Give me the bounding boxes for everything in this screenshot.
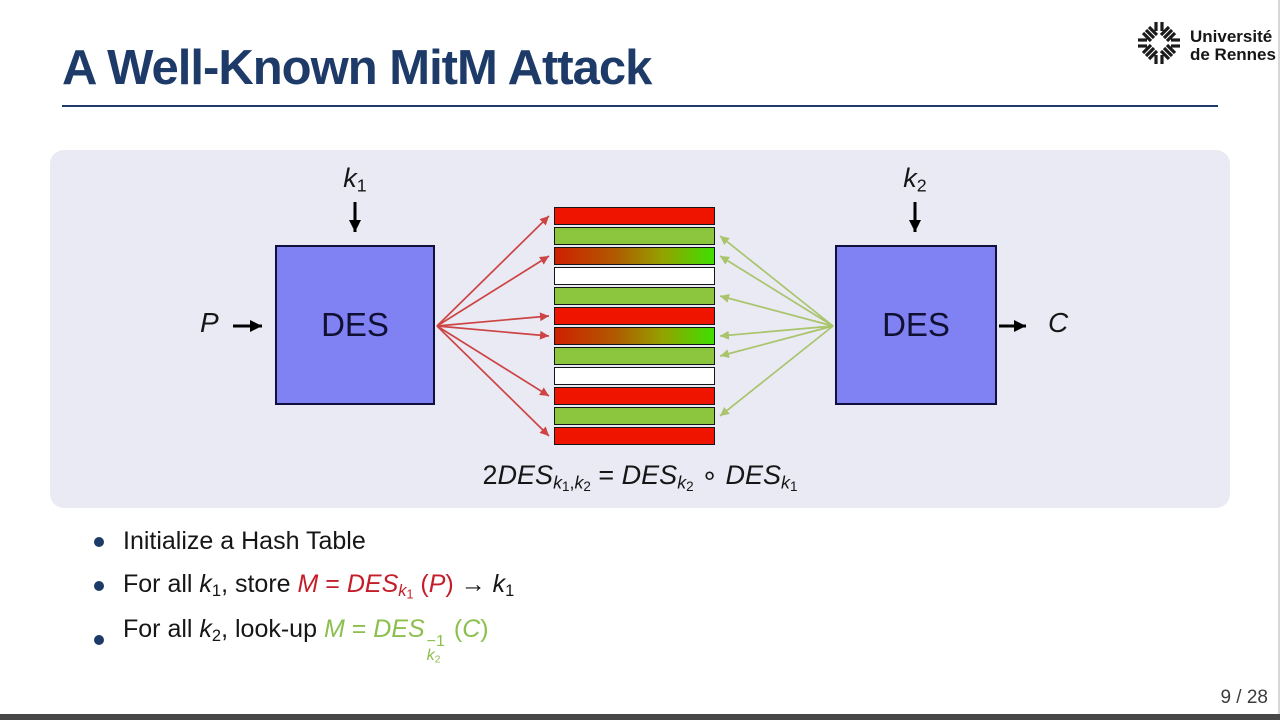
hash-table-row-white (554, 367, 715, 385)
hash-table (554, 207, 715, 445)
2des-formula: 2DESk1,k2 = DESk2 ∘ DESk1 (482, 460, 798, 494)
bullet-list: Initialize a Hash Table For all k1, stor… (94, 527, 514, 680)
hash-table-row-white (554, 267, 715, 285)
right-edge-line (1278, 0, 1280, 720)
bullet-icon (94, 580, 104, 591)
hash-table-row-green (554, 227, 715, 245)
plaintext-label: P (200, 307, 219, 338)
des-box-right: DES (835, 245, 997, 405)
page-number: 9 / 28 (1220, 687, 1268, 708)
list-item: For all k1, store M = DESk1 (P) → k1 (94, 570, 514, 601)
bullet-icon (94, 635, 104, 646)
page-title: A Well-Known MitM Attack (62, 41, 652, 95)
bullet-icon (94, 536, 104, 547)
bullet-2-text: For all k1, store M = DESk1 (P) → k1 (123, 570, 515, 602)
des-right-label: DES (882, 306, 950, 343)
hash-table-row-gradient (554, 327, 715, 345)
key1-label: k1 (343, 163, 367, 196)
hash-table-row-red (554, 427, 715, 445)
list-item: Initialize a Hash Table (94, 527, 514, 556)
university-logo: Université de Rennes (1136, 20, 1276, 71)
des-left-label: DES (321, 306, 389, 343)
university-name: Université de Rennes (1190, 26, 1276, 64)
ciphertext-label: C (1048, 307, 1069, 338)
university-star-icon (1136, 20, 1182, 71)
hash-table-row-green (554, 287, 715, 305)
hash-table-row-red (554, 307, 715, 325)
hash-table-row-gradient (554, 247, 715, 265)
bottom-bar (0, 714, 1280, 720)
hash-table-row-green (554, 407, 715, 425)
hash-table-row-red (554, 387, 715, 405)
key2-label: k2 (903, 163, 927, 196)
hash-table-row-green (554, 347, 715, 365)
des-box-left: DES (275, 245, 435, 405)
bullet-1-text: Initialize a Hash Table (123, 527, 366, 555)
title-underline (62, 105, 1218, 107)
hash-table-row-red (554, 207, 715, 225)
